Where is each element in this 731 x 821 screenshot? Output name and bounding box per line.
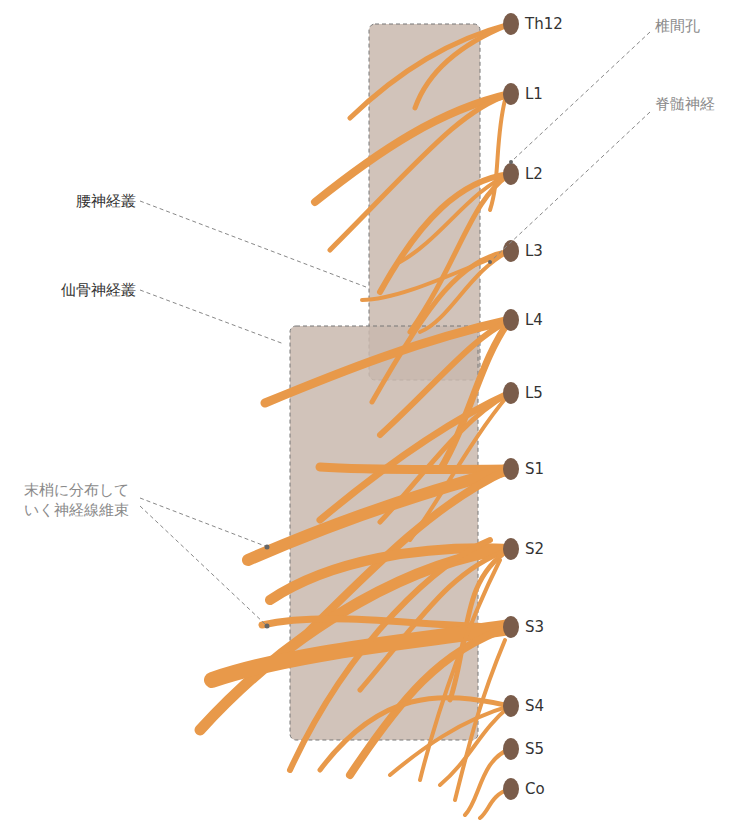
- vertebra-label: S5: [525, 739, 544, 759]
- foramen: [503, 83, 519, 105]
- plexus-name: 腰神経叢: [76, 191, 136, 211]
- vertebra-label: S2: [525, 539, 544, 559]
- vertebra-label: Th12: [525, 14, 563, 34]
- foramen: [503, 309, 519, 331]
- foramen: [503, 738, 519, 760]
- part-name: 脊髄神経: [655, 94, 715, 114]
- nerve-fiber: [362, 251, 510, 300]
- foramen: [503, 382, 519, 404]
- plexus-name: 仙骨神経叢: [61, 280, 136, 300]
- vertebra-label: S3: [525, 617, 544, 637]
- vertebra-foramina: [503, 13, 519, 800]
- foramen: [503, 538, 519, 560]
- foramen: [503, 695, 519, 717]
- nerve-fiber: [320, 467, 510, 470]
- foramen: [503, 458, 519, 480]
- vertebra-label: L2: [525, 164, 543, 184]
- vertebra-label: L1: [525, 84, 543, 104]
- vertebra-label: S1: [525, 459, 544, 479]
- leader-dots: [265, 160, 514, 629]
- part-name: 末梢に分布して いく神経線維束: [24, 480, 136, 521]
- vertebra-label: S4: [525, 696, 544, 716]
- nerve-fiber: [420, 560, 500, 780]
- vertebra-label: L5: [525, 383, 543, 403]
- leader-lines: [140, 32, 650, 624]
- foramen: [503, 778, 519, 800]
- vertebra-label: L4: [525, 310, 543, 330]
- nerve-fibers: [200, 24, 510, 818]
- part-name: 椎間孔: [655, 16, 700, 36]
- foramen: [503, 240, 519, 262]
- foramen: [503, 616, 519, 638]
- vertebra-label: Co: [525, 779, 545, 799]
- foramen: [503, 163, 519, 185]
- nerve-fiber: [455, 640, 505, 800]
- foramen: [503, 13, 519, 35]
- vertebra-label: L3: [525, 241, 543, 261]
